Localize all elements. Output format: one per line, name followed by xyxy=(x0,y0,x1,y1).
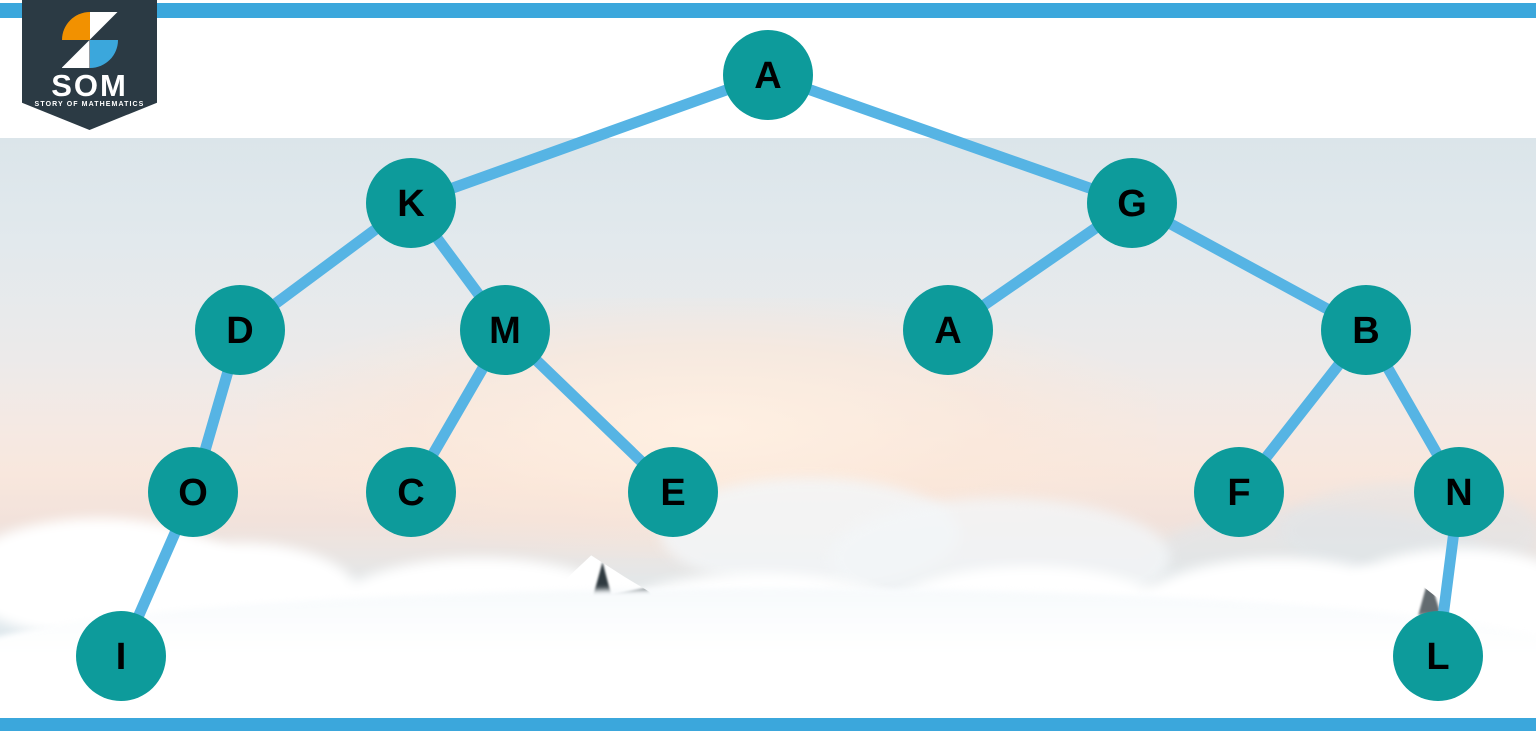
tree-node-circle xyxy=(1321,285,1411,375)
tree-node-label: B xyxy=(1352,310,1379,352)
tree-nodes: A K G D M A B O C E F N I L xyxy=(76,30,1504,701)
tree-node-label: M xyxy=(489,310,521,352)
tree-node-circle xyxy=(1414,447,1504,537)
tree-edge xyxy=(442,82,737,196)
tree-node-circle xyxy=(195,285,285,375)
tree-edge xyxy=(1437,525,1460,623)
tree-node-circle xyxy=(366,158,456,248)
logo-quadrant-orange xyxy=(61,12,90,40)
tree-node[interactable]: I xyxy=(76,611,166,701)
logo-quadrant-white-top xyxy=(89,12,118,40)
tree-node[interactable]: D xyxy=(195,285,285,375)
tree-node[interactable]: L xyxy=(1393,611,1483,701)
tree-node[interactable]: O xyxy=(148,447,238,537)
tree-edge xyxy=(799,82,1101,196)
tree-edge xyxy=(527,351,651,471)
tree-node-circle xyxy=(76,611,166,701)
tree-node-circle xyxy=(148,447,238,537)
bottom-accent-rule xyxy=(0,718,1536,731)
tree-node-label: K xyxy=(397,183,425,225)
logo-quadrant-white-bottom xyxy=(61,40,90,68)
tree-node-circle xyxy=(628,447,718,537)
top-accent-rule xyxy=(0,3,1536,18)
logo-tagline: STORY OF MATHEMATICS xyxy=(34,101,145,108)
tree-node[interactable]: N xyxy=(1414,447,1504,537)
tree-edge xyxy=(1160,216,1338,317)
tree-node-label: O xyxy=(178,472,208,514)
tree-edge xyxy=(198,361,235,461)
tree-edge xyxy=(131,522,183,626)
tree-node-label: I xyxy=(116,636,127,678)
tree-edge xyxy=(425,358,491,464)
tree-node-circle xyxy=(1087,158,1177,248)
tree-edge xyxy=(265,220,386,313)
tree-node[interactable]: A xyxy=(723,30,813,120)
tree-node-circle xyxy=(723,30,813,120)
logo-wordmark: SOM xyxy=(51,68,128,103)
tree-node[interactable]: M xyxy=(460,285,550,375)
logo-quadrant-blue xyxy=(89,40,118,68)
tree-node[interactable]: C xyxy=(366,447,456,537)
tree-node-circle xyxy=(460,285,550,375)
tree-node[interactable]: B xyxy=(1321,285,1411,375)
tree-node[interactable]: F xyxy=(1194,447,1284,537)
tree-node-label: L xyxy=(1426,636,1449,678)
tree-node-circle xyxy=(366,447,456,537)
som-s-mark-icon xyxy=(61,12,118,68)
tree-node[interactable]: E xyxy=(628,447,718,537)
tree-node-circle xyxy=(1194,447,1284,537)
tree-edge xyxy=(1379,358,1446,464)
tree-edges xyxy=(131,82,1460,626)
tree-node-label: C xyxy=(397,472,424,514)
tree-node-label: A xyxy=(754,55,781,97)
som-logo-badge[interactable]: SOM STORY OF MATHEMATICS xyxy=(22,0,157,130)
tree-node-label: A xyxy=(934,310,961,352)
tree-node-circle xyxy=(1393,611,1483,701)
tree-node-label: D xyxy=(226,310,253,352)
tree-edge xyxy=(1257,355,1348,467)
tree-node-label: E xyxy=(660,472,685,514)
tree-node-label: F xyxy=(1227,472,1250,514)
cloud-floor xyxy=(0,588,1536,718)
tree-node-label: G xyxy=(1117,183,1147,225)
tree-edge xyxy=(428,228,488,305)
tree-node[interactable]: A xyxy=(903,285,993,375)
tree-node-label: N xyxy=(1445,472,1472,514)
tree-node[interactable]: G xyxy=(1087,158,1177,248)
tree-node[interactable]: K xyxy=(366,158,456,248)
tree-node-circle xyxy=(903,285,993,375)
tree-edge xyxy=(974,219,1106,314)
